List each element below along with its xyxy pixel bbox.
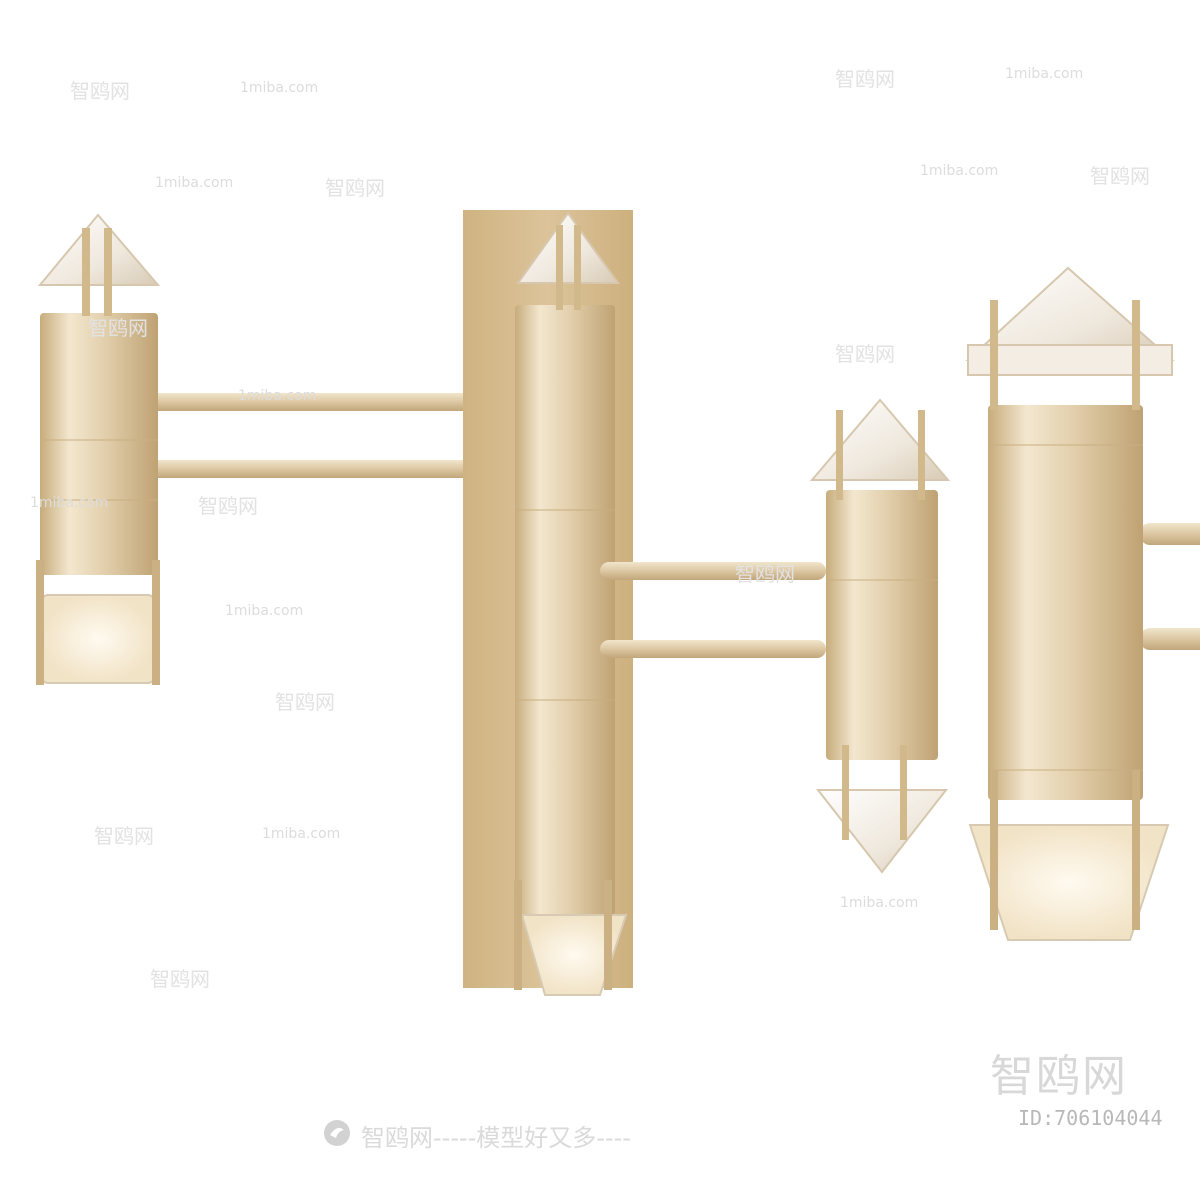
watermark-brand: 智鸥网 bbox=[275, 690, 335, 714]
watermark-brand: 智鸥网 bbox=[70, 79, 130, 103]
lamp-center bbox=[463, 210, 826, 996]
lamp-left-bottom-glow bbox=[41, 594, 155, 684]
lamp-large-right bbox=[965, 266, 1200, 941]
watermark-big-brand: 智鸥网 bbox=[990, 1051, 1128, 1102]
watermark-brand: 智鸥网 bbox=[88, 316, 148, 340]
lamp-large-arm-lower bbox=[1140, 628, 1200, 650]
watermark-site: 1miba.com bbox=[240, 80, 319, 96]
lamp-left-tube bbox=[40, 313, 158, 575]
watermark-id: ID:706104044 bbox=[1018, 1106, 1163, 1130]
lamp-center-bottom-crystal bbox=[520, 914, 628, 996]
watermark-brand: 智鸥网 bbox=[325, 176, 385, 200]
watermark-site: 1miba.com bbox=[238, 388, 317, 404]
lamp-left-top-crystal bbox=[37, 213, 161, 286]
watermark-brand: 智鸥网 bbox=[735, 562, 795, 586]
lamp-center-top-crystal bbox=[516, 211, 620, 284]
lamp-left bbox=[36, 213, 478, 685]
watermark-site: 1miba.com bbox=[920, 163, 999, 179]
lamp-small-tube bbox=[826, 490, 938, 760]
lamp-left-arm-lower bbox=[148, 460, 478, 478]
lamp-center-arm-lower bbox=[600, 640, 826, 658]
watermark-site: 1miba.com bbox=[840, 895, 919, 911]
watermark-brand: 智鸥网 bbox=[198, 494, 258, 518]
watermark-site: 1miba.com bbox=[262, 826, 341, 842]
watermark-brand: 智鸥网 bbox=[150, 967, 210, 991]
watermark-brand: 智鸥网 bbox=[94, 824, 154, 848]
lamp-left-arm-upper bbox=[148, 393, 478, 411]
watermark-brand: 智鸥网 bbox=[1090, 164, 1150, 188]
watermark-logo-icon bbox=[324, 1120, 350, 1146]
lamp-center-arm-upper bbox=[600, 562, 826, 580]
lamp-large-arm-upper bbox=[1140, 523, 1200, 545]
watermark-brand: 智鸥网 bbox=[835, 67, 895, 91]
lamp-small-bottom-crystal bbox=[815, 789, 949, 874]
watermark-site: 1miba.com bbox=[1005, 66, 1084, 82]
lamp-center-tube bbox=[515, 305, 615, 915]
watermark-brand: 智鸥网 bbox=[835, 342, 895, 366]
lamp-small-right bbox=[809, 398, 951, 874]
watermark-slogan: 智鸥网-----模型好又多---- bbox=[361, 1124, 631, 1152]
lamp-large-tube bbox=[988, 405, 1143, 800]
watermark-site: 1miba.com bbox=[155, 175, 234, 191]
watermark-site: 1miba.com bbox=[30, 495, 109, 511]
watermark-site: 1miba.com bbox=[225, 603, 304, 619]
lamp-small-top-crystal bbox=[809, 398, 951, 481]
